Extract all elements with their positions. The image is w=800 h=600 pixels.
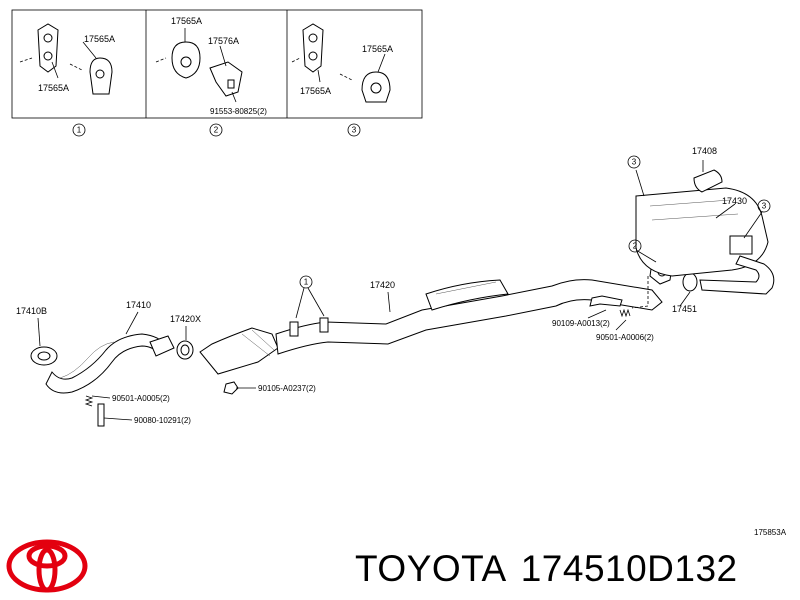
footer-caption: TOYOTA 174510D132	[355, 548, 752, 590]
part-label-90080: 90080-10291(2)	[134, 416, 191, 425]
part-label-17408: 17408	[692, 146, 717, 156]
spring-90501-a0005	[84, 395, 94, 407]
exhaust-assembly: 1 2 3 3 17410B 17410 17420X 17420 17408 …	[16, 146, 775, 427]
part-label-90501-a0006: 90501-A0006(2)	[596, 333, 654, 342]
front-pipe-flange	[149, 335, 175, 357]
part-label: 17565A	[38, 83, 69, 93]
tail-pipe	[699, 255, 775, 295]
part-label-17430: 17430	[722, 196, 747, 206]
part-label: 17565A	[171, 16, 202, 26]
part-label-90109: 90109-A0013(2)	[552, 319, 610, 328]
part-label: 17565A	[84, 34, 115, 44]
catalytic-converter	[199, 327, 279, 375]
part-label: 91553-80825(2)	[210, 107, 267, 116]
part-label-17420x: 17420X	[170, 314, 201, 324]
panel-number-3: 3	[352, 126, 357, 135]
brand-name: TOYOTA	[355, 548, 507, 589]
panel-number-2: 2	[214, 126, 219, 135]
resonator	[425, 279, 509, 311]
tail-tip-17408	[693, 169, 723, 193]
callout-3b: 3	[762, 202, 767, 211]
inset-panel-2: 17565A 17576A 91553-80825(2)	[155, 16, 267, 116]
inset-panel-3: 17565A 17565A	[291, 23, 393, 103]
part-number: 174510D132	[520, 548, 738, 589]
hanger-rubber-icon	[302, 23, 324, 73]
part-label-17410b: 17410B	[16, 306, 47, 316]
panel-number-1: 1	[77, 126, 82, 135]
part-label: 17576A	[208, 36, 239, 46]
callout-2: 2	[633, 242, 638, 251]
diagram-code: 175853A	[754, 528, 787, 537]
part-label-17451: 17451	[672, 304, 697, 314]
part-label-90105: 90105-A0237(2)	[258, 384, 316, 393]
part-label-90501-a0005: 90501-A0005(2)	[112, 394, 170, 403]
callout-3a: 3	[632, 158, 637, 167]
part-label: 17565A	[362, 44, 393, 54]
hanger-bracket-icon	[209, 61, 243, 97]
part-label-17410: 17410	[126, 300, 151, 310]
inset-panel-1: 17565A 17565A	[19, 23, 115, 95]
spring-90501-a0006	[619, 308, 631, 318]
hanger-rubber-icon	[37, 23, 59, 73]
part-label-17420: 17420	[370, 280, 395, 290]
bolt-90080	[97, 403, 105, 427]
bolt-90105	[223, 381, 239, 395]
logo-rings	[6, 539, 88, 593]
front-pipe-17410	[45, 333, 167, 394]
gasket-17451	[682, 272, 698, 292]
part-label: 17565A	[300, 86, 331, 96]
toyota-logo-icon	[6, 539, 88, 593]
callout-1: 1	[304, 278, 309, 287]
bolt-90109	[589, 295, 623, 307]
inset-panels: 17565A 17565A 17565A 17576A 91553-80825(…	[11, 9, 423, 137]
